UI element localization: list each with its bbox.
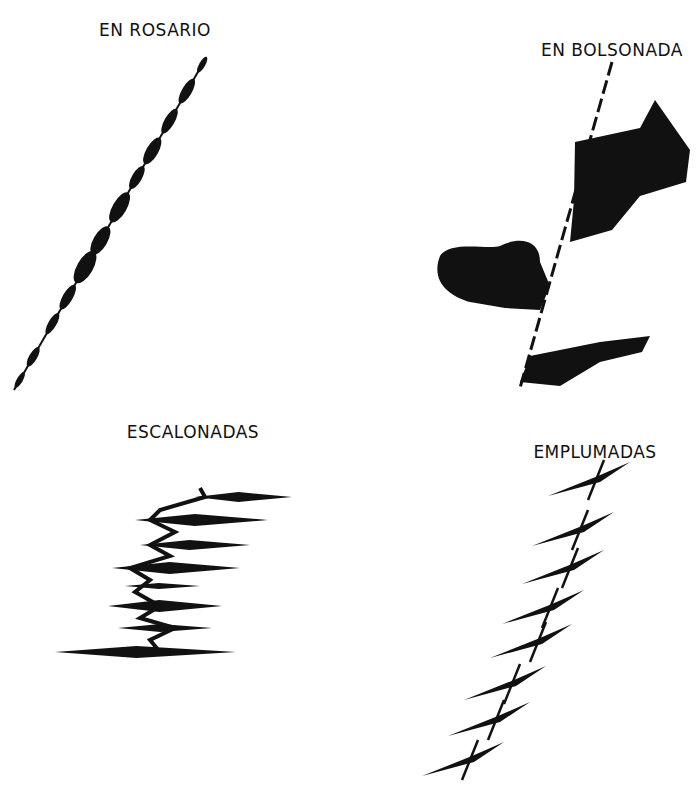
pocket-blob	[520, 336, 650, 386]
feather-barb	[548, 462, 630, 496]
bead	[195, 55, 209, 74]
vein-type-label: EN ROSARIO	[99, 20, 211, 40]
bead	[43, 311, 62, 336]
bead	[158, 106, 181, 135]
bead	[69, 248, 101, 287]
bead	[56, 282, 79, 311]
bead	[13, 371, 27, 390]
pocket-vein	[437, 62, 690, 388]
feather-barb	[522, 550, 604, 584]
vein-line	[14, 58, 206, 390]
pocket-blob	[437, 241, 550, 310]
jagged-vein	[130, 488, 205, 652]
feather-barb	[532, 512, 614, 546]
stepped-vein	[55, 488, 292, 658]
vein-type-label: ESCALONADAS	[127, 422, 259, 442]
lens-vein	[108, 600, 222, 612]
feather-barb	[422, 742, 504, 776]
bead	[24, 345, 42, 368]
lens-vein	[125, 583, 200, 589]
lens-vein	[195, 492, 292, 502]
rosary-vein	[13, 55, 210, 390]
bead	[126, 164, 148, 192]
feather-barb	[448, 702, 530, 736]
feather-barb	[464, 666, 546, 700]
feather-vein	[422, 460, 630, 780]
lens-vein	[55, 646, 236, 658]
vein-type-label: EMPLUMADAS	[533, 442, 656, 462]
pocket-blob	[570, 100, 690, 242]
vein-type-label: EN BOLSONADA	[541, 40, 683, 60]
feather-barb	[490, 624, 572, 658]
feather-barb	[502, 590, 584, 624]
bead	[105, 189, 134, 225]
bead	[140, 135, 165, 167]
bead	[175, 77, 198, 106]
